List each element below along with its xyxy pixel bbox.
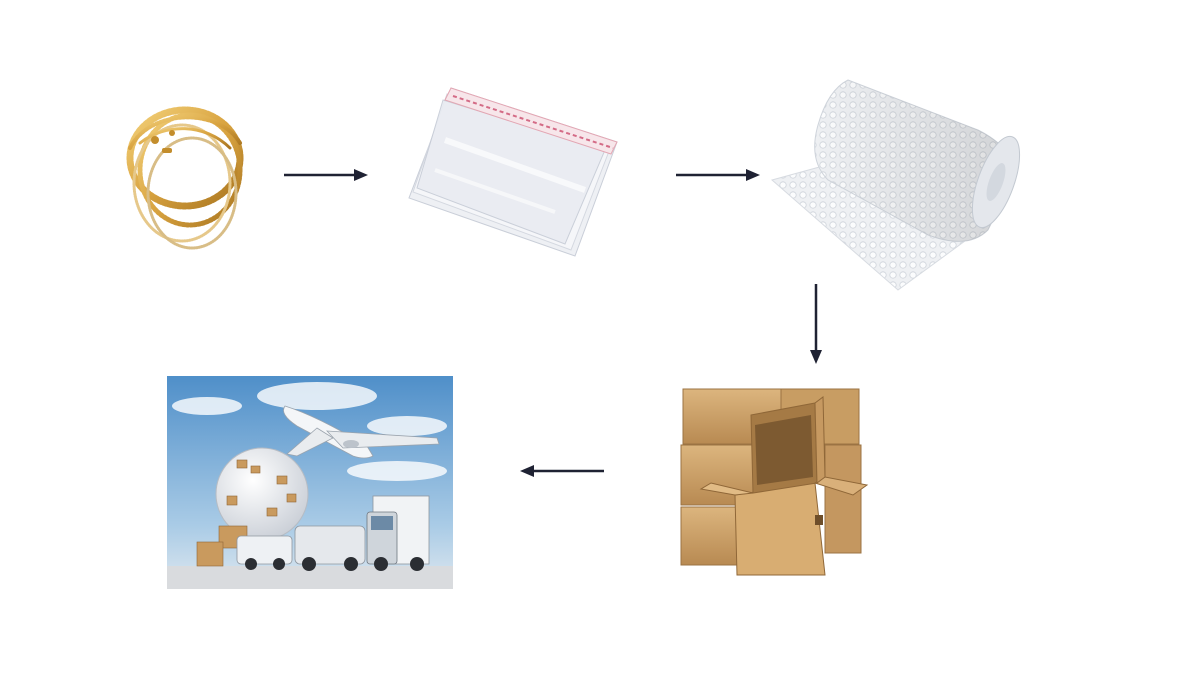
flow-arrow-left: [520, 465, 604, 477]
stage-cardboard-boxes: [675, 385, 870, 585]
opp-plastic-bag-icon: [408, 87, 618, 257]
stage-global-shipping: [167, 376, 453, 589]
flow-arrow-right-1: [284, 169, 368, 181]
stage-bubble-wrap: [768, 70, 1023, 295]
jewelry-chains-icon: [126, 106, 244, 250]
flow-arrow-right-2: [676, 169, 760, 181]
bubble-wrap-roll-icon: [770, 79, 1021, 291]
stage-jewelry: [110, 88, 260, 258]
flow-arrow-down: [810, 284, 822, 364]
stage-plastic-bags: [405, 80, 620, 260]
cardboard-boxes-icon: [680, 388, 869, 576]
global-shipping-photo-icon: [167, 376, 453, 589]
